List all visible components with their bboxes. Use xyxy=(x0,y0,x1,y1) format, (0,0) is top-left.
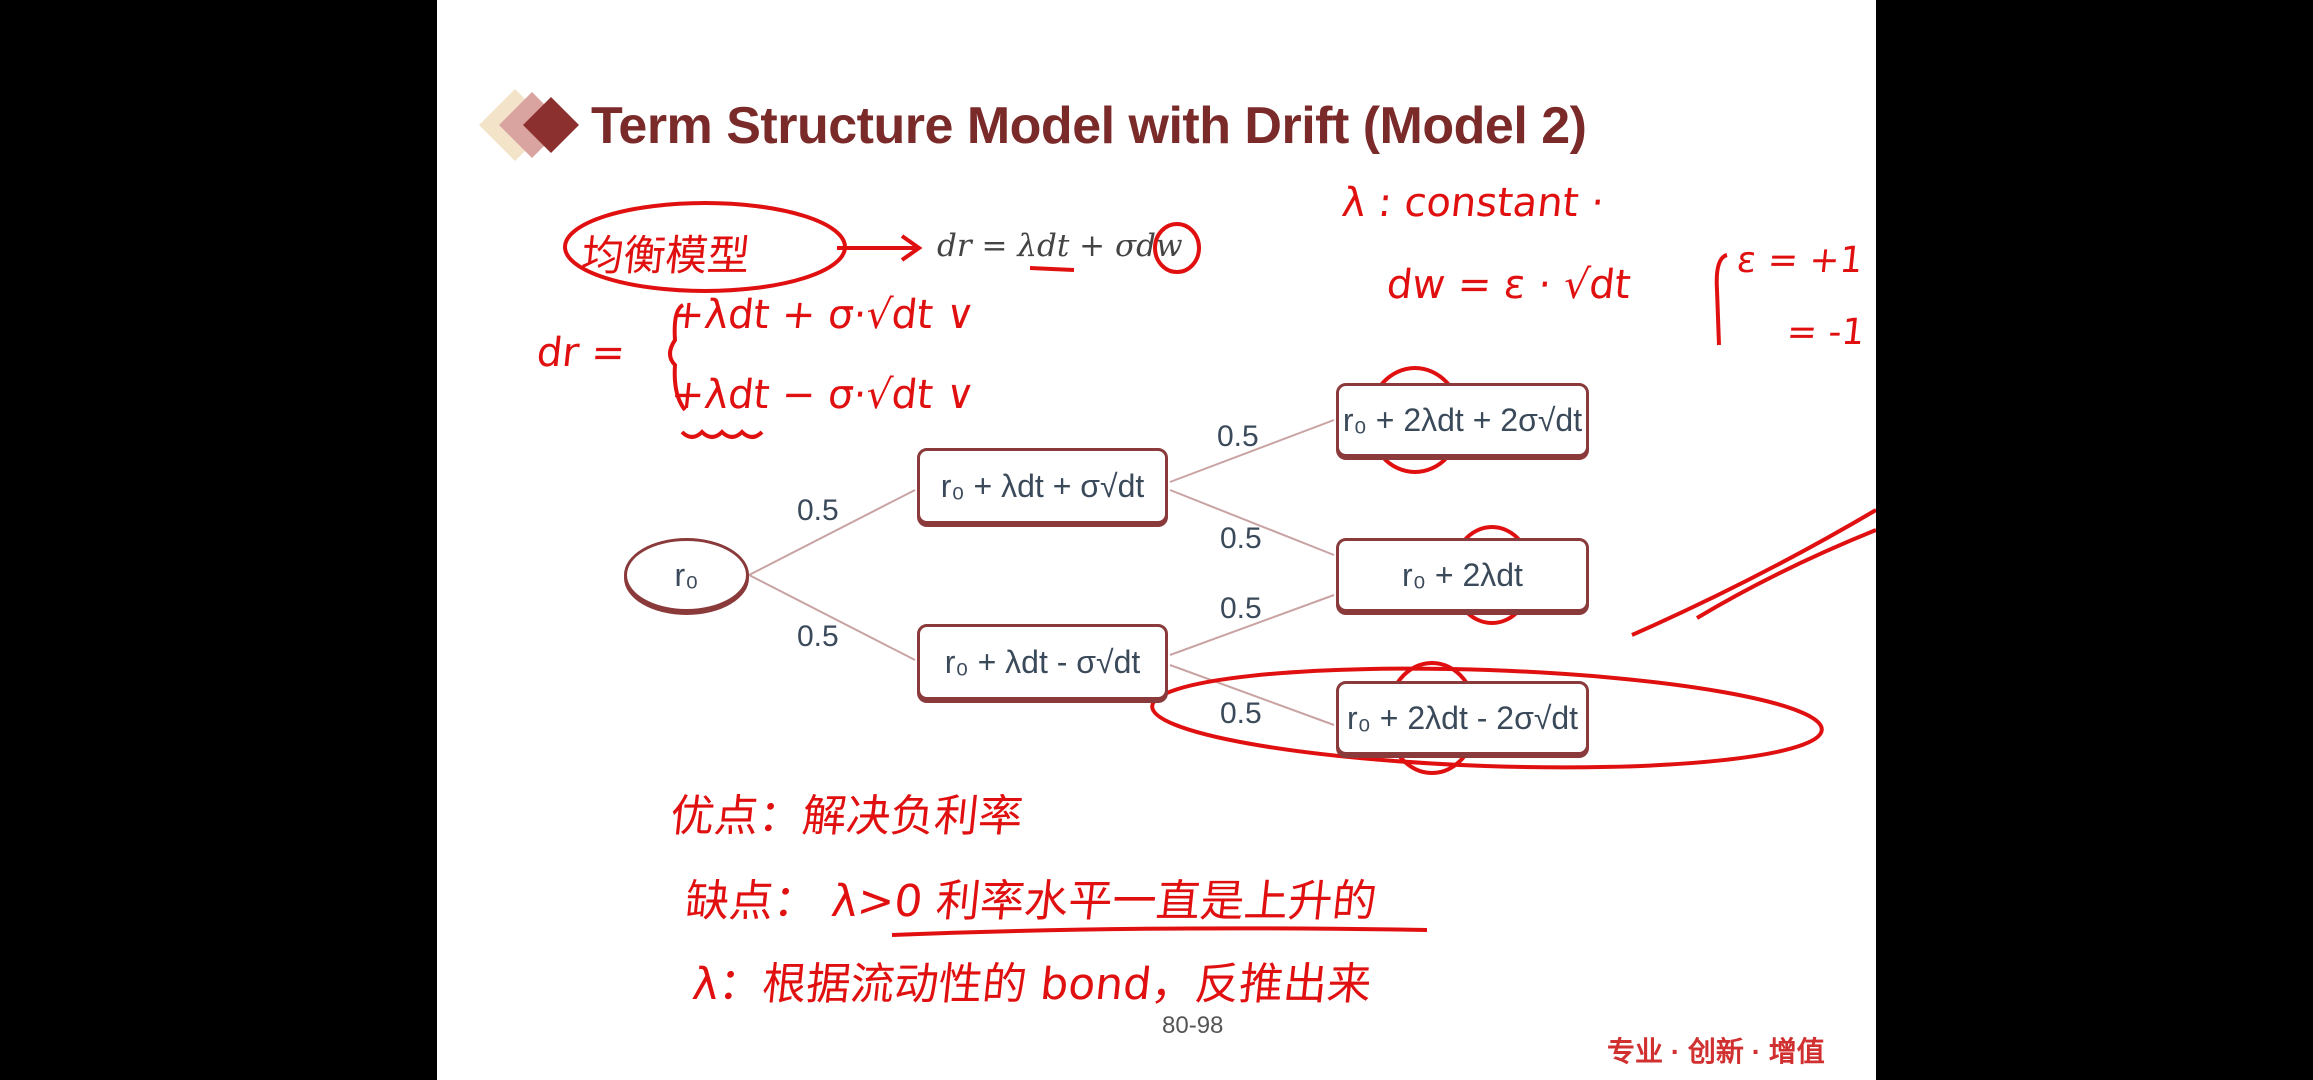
page-number: 80-98 xyxy=(1162,1012,1224,1039)
node-label: r₀ + 2λdt + 2σ√dt xyxy=(1342,401,1583,438)
hand-eps-minus: = -1 xyxy=(1784,312,1867,353)
edge-down-mid xyxy=(1169,594,1335,656)
footer-slogan: 专业 · 创新 · 增值 xyxy=(1607,1036,1825,1067)
edge-up-mid xyxy=(1169,489,1335,556)
hand-advantage: 优点：解决负利率 xyxy=(667,791,1026,842)
root-label: r₀ xyxy=(674,556,699,593)
node-label: r₀ + λdt + σ√dt xyxy=(940,467,1145,504)
wavy-underline xyxy=(680,429,764,439)
prob-up-mid: 0.5 xyxy=(1220,522,1262,555)
hand-lambda-def: λ : constant · xyxy=(1339,180,1607,226)
edge-up-uu xyxy=(1169,419,1335,483)
stray-line-2 xyxy=(1695,528,1876,620)
circle-dw xyxy=(1153,222,1201,274)
tree-node-mid: r₀ + 2λdt xyxy=(1336,538,1589,612)
prob-down-mid: 0.5 xyxy=(1220,592,1262,625)
slide-title: Term Structure Model with Drift (Model 2… xyxy=(591,97,1587,155)
prob-up-up: 0.5 xyxy=(1217,420,1259,453)
hand-dr-down: +λdt − σ·√dt ∨ xyxy=(668,372,978,418)
tree-edges xyxy=(748,419,1335,726)
underline-lambda-dt xyxy=(1029,266,1075,272)
hand-disadvantage: 缺点： λ>0 利率水平一直是上升的 xyxy=(682,876,1380,927)
hand-eps-plus: ε = +1 xyxy=(1734,240,1865,281)
prob-down-down: 0.5 xyxy=(1220,697,1262,730)
brace-dr xyxy=(668,303,687,412)
tree-node-down-down: r₀ + 2λdt - 2σ√dt xyxy=(1336,681,1589,755)
hand-dr-up: +λdt + σ·√dt ∨ xyxy=(668,292,978,338)
hand-dr-label: dr = xyxy=(534,330,628,376)
prob-root-down: 0.5 xyxy=(797,620,839,653)
node-label: r₀ + 2λdt - 2σ√dt xyxy=(1346,699,1579,736)
tree-node-up-up: r₀ + 2λdt + 2σ√dt xyxy=(1336,383,1589,457)
underline-disadvantage xyxy=(891,926,1428,937)
tree-node-up: r₀ + λdt + σ√dt xyxy=(917,448,1168,524)
tree-node-down: r₀ + λdt - σ√dt xyxy=(917,624,1168,700)
arrow xyxy=(837,234,923,262)
brace-eps xyxy=(1714,253,1728,346)
title-diamond-dark xyxy=(523,97,579,153)
hand-lambda-source: λ：根据流动性的 bond，反推出来 xyxy=(689,959,1374,1010)
prob-root-up: 0.5 xyxy=(797,494,839,527)
edge-down-dd xyxy=(1169,664,1335,726)
stray-line-1 xyxy=(1631,508,1876,637)
edge-root-up xyxy=(748,489,916,576)
hand-model-name: 均衡模型 xyxy=(579,231,753,280)
drift-formula: dr = λdt + σdw xyxy=(937,228,1183,264)
edge-root-down xyxy=(748,574,916,661)
node-label: r₀ + λdt - σ√dt xyxy=(944,643,1141,680)
tree-root-node: r₀ xyxy=(624,538,749,612)
slide: Term Structure Model with Drift (Model 2… xyxy=(437,0,1876,1080)
hand-dw-def: dw = ε · √dt xyxy=(1384,262,1633,308)
node-label: r₀ + 2λdt xyxy=(1402,556,1523,593)
circle-dd-outer xyxy=(1150,666,1824,770)
